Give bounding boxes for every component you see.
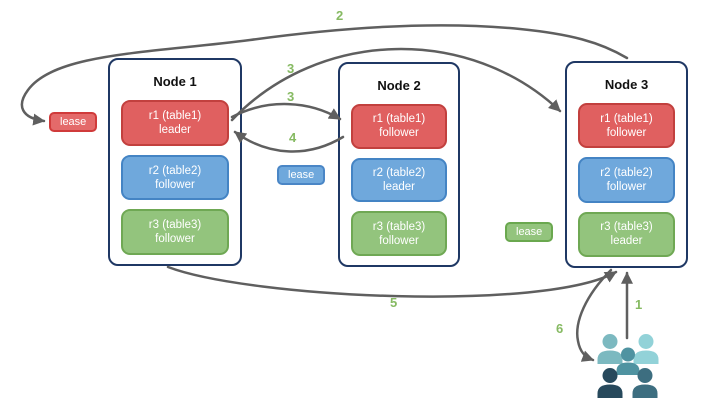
replica-role: follower <box>606 126 647 139</box>
arrow-step-5-node1-to-node3 <box>166 265 618 298</box>
node-3-replica-r2: r2 (table2) follower <box>578 157 675 203</box>
node-2-title: Node 2 <box>377 78 421 93</box>
node-3: Node 3 r1 (table1) follower r2 (table2) … <box>565 61 688 268</box>
step-label-4: 4 <box>289 130 297 145</box>
node-1-title: Node 1 <box>153 74 197 89</box>
replica-name: r2 (table2) <box>600 166 653 179</box>
lease-badge-table2: lease <box>277 165 326 185</box>
node-1-replica-r3: r3 (table3) follower <box>121 209 229 256</box>
node-2-replica-r2: r2 (table2) leader <box>351 157 447 203</box>
node-2-replica-r3: r3 (table3) follower <box>351 211 447 257</box>
replica-name: r2 (table2) <box>372 167 426 179</box>
lease-badge-table1: lease <box>49 112 98 132</box>
node-3-replica-r1: r1 (table1) follower <box>578 103 675 149</box>
users-icon <box>597 334 659 398</box>
replica-name: r2 (table2) <box>148 164 202 177</box>
replica-name: r3 (table3) <box>600 221 653 234</box>
replica-role: follower <box>606 180 647 193</box>
step-label-3b: 3 <box>287 89 295 104</box>
node-2-replica-r1: r1 (table1) follower <box>351 104 447 149</box>
node-3-replica-r3: r3 (table3) leader <box>578 211 675 257</box>
replica-role: follower <box>379 127 419 140</box>
step-label-5: 5 <box>390 295 398 310</box>
replica-name: r1 (table1) <box>600 112 653 125</box>
replica-name: r1 (table1) <box>148 109 202 122</box>
step-label-2: 2 <box>336 8 344 23</box>
node-3-title: Node 3 <box>604 77 649 92</box>
replica-name: r3 (table3) <box>148 219 202 232</box>
node-2: Node 2 r1 (table1) follower r2 (table2) … <box>338 62 460 267</box>
replica-role: follower <box>155 233 195 246</box>
step-label-6: 6 <box>556 321 564 336</box>
replica-role: follower <box>379 234 419 247</box>
replica-role: leader <box>159 123 191 136</box>
node-1: Node 1 r1 (table1) leader r2 (table2) fo… <box>108 58 242 266</box>
replica-role: leader <box>610 235 643 248</box>
replica-name: r1 (table1) <box>372 113 426 126</box>
node-1-replica-r2: r2 (table2) follower <box>121 154 229 201</box>
replica-role: follower <box>155 178 195 191</box>
lease-badge-table3: lease <box>505 222 554 242</box>
replica-role: leader <box>383 181 415 193</box>
step-label-3a: 3 <box>287 61 295 76</box>
step-label-1: 1 <box>635 297 643 312</box>
node-1-replica-r1: r1 (table1) leader <box>121 100 229 146</box>
arrow-step-3-leader-to-node2 <box>230 102 342 121</box>
replica-name: r3 (table3) <box>372 220 426 233</box>
